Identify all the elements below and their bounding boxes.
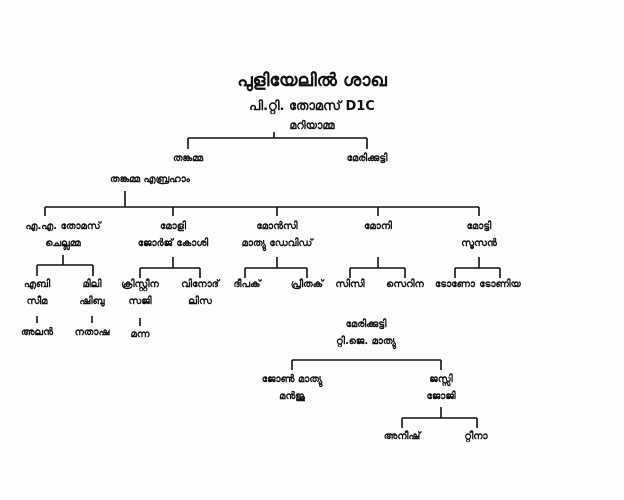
person-tono: ടോണോ (435, 279, 475, 290)
person-serina: സെറിന (386, 279, 424, 290)
person-vinod: വിനോദ് (181, 279, 219, 290)
person-christina: ക്രിസ്റ്റീന (121, 279, 159, 290)
person-aa-thomas: എ.എ. തോമസ് (25, 221, 101, 232)
root-name: പി.റ്റി. തോമസ് D1C (249, 99, 375, 114)
person-jessy: ജസ്സി (429, 374, 453, 385)
spouse-mathew-david: മാത്യു ഡേവിഡ് (241, 238, 313, 249)
person-tonia: ടോണിയ (479, 279, 521, 290)
person-manna: മന്ന (130, 329, 150, 340)
person-deepak: ദീപക് (233, 279, 261, 290)
person-marykutty-branch: മേരിക്കുട്ടി (345, 319, 387, 330)
spouse-manju: മൻജു (279, 391, 305, 402)
spouse-tj-mathew: റ്റി.ജെ. മാത്യു (336, 336, 396, 347)
person-aneesh: അനീഷ് (383, 431, 421, 442)
couple-thankamma-abraham: തങ്കമ്മ എബ്രഹാം (110, 174, 190, 185)
tree-title: പുളിയേലിൽ ശാഖ (237, 70, 387, 91)
person-motty: മോട്ടി (466, 221, 492, 232)
person-monsy: മോൻസി (256, 221, 298, 232)
person-natasha: നതാഷ (74, 327, 110, 338)
root-spouse: മറിയാമ്മ (289, 119, 335, 132)
spouse-saji: സജി (128, 296, 152, 307)
spouse-lisa: ലിസ (188, 296, 212, 307)
person-sisi: സിസി (335, 279, 365, 290)
person-mony: മോനി (364, 221, 392, 232)
person-alan: അലൻ (20, 327, 54, 338)
person-moly: മോളി (160, 221, 186, 232)
person-abi: എബി (23, 279, 51, 290)
spouse-seema: സീമ (26, 296, 48, 307)
spouse-shibu: ഷിബു (79, 296, 105, 307)
person-thankamma: തങ്കമ്മ (172, 153, 204, 164)
spouse-george-koshy: ജോർജ് കോശി (137, 238, 209, 249)
spouse-susan: സൂസൻ (461, 238, 497, 249)
person-john-mathew: ജോൺ മാത്യു (261, 374, 323, 385)
person-teena: റ്റീനാ (464, 431, 488, 442)
person-preethak: പ്രീതക് (290, 279, 324, 290)
person-marykutty: മേരിക്കുട്ടി (346, 153, 388, 164)
spouse-chellamma: ചെല്ലമ്മ (45, 238, 81, 249)
person-mili: മിലി (82, 279, 102, 290)
spouse-joji: ജോജി (426, 391, 456, 402)
